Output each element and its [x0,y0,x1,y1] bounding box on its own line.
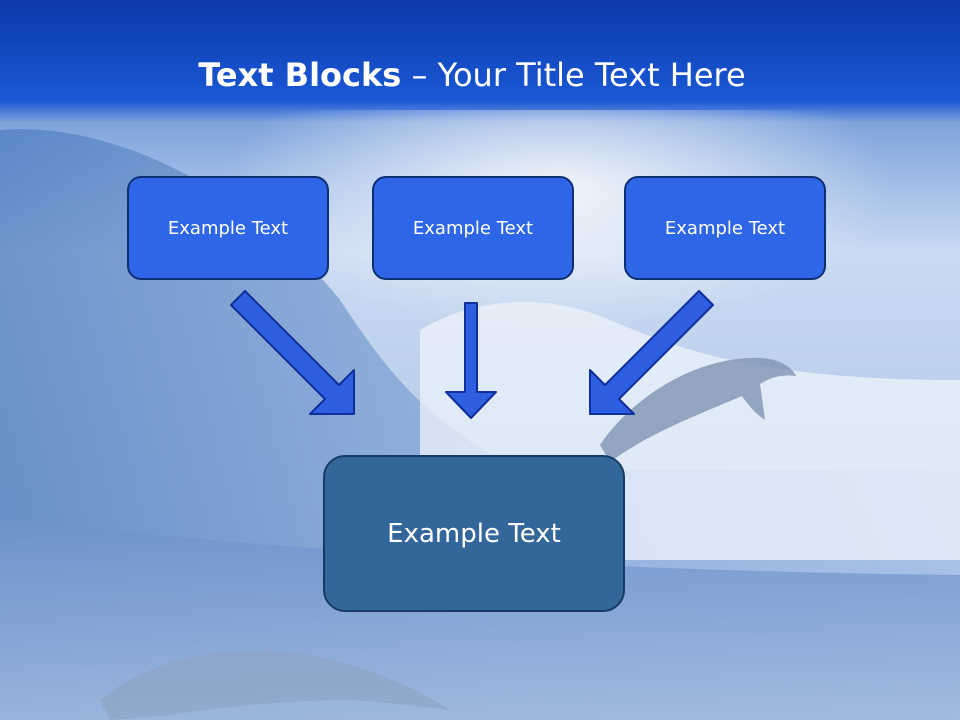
text-block-3[interactable]: Example Text [624,176,826,280]
text-block-3-label: Example Text [664,217,786,239]
text-block-2-label: Example Text [412,217,534,239]
title-rest-part: Your Title Text Here [437,56,746,94]
text-block-2[interactable]: Example Text [372,176,574,280]
slide-title: Text Blocks – Your Title Text Here [0,52,944,98]
title-dash: – [401,56,438,94]
target-block-label: Example Text [387,518,561,549]
text-block-1-label: Example Text [167,217,289,239]
arrow-left [230,290,355,415]
title-bold-part: Text Blocks [198,56,402,94]
arrow-center [445,302,497,419]
target-block[interactable]: Example Text [323,455,625,612]
text-block-1[interactable]: Example Text [127,176,329,280]
arrow-right [589,290,714,415]
